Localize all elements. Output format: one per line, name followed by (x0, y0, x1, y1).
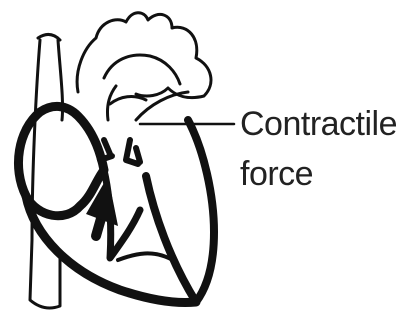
vena-cava-top (38, 34, 60, 40)
annotation-line-2: force (240, 154, 313, 194)
valve-leaflet-right (126, 140, 140, 164)
aorta-arch-inner (104, 55, 180, 84)
annotation-line-1: Contractile (240, 104, 397, 144)
vena-cava-outline (30, 40, 63, 308)
ventricle-left-wall (146, 120, 214, 302)
valve-leaflet-left (96, 140, 112, 160)
